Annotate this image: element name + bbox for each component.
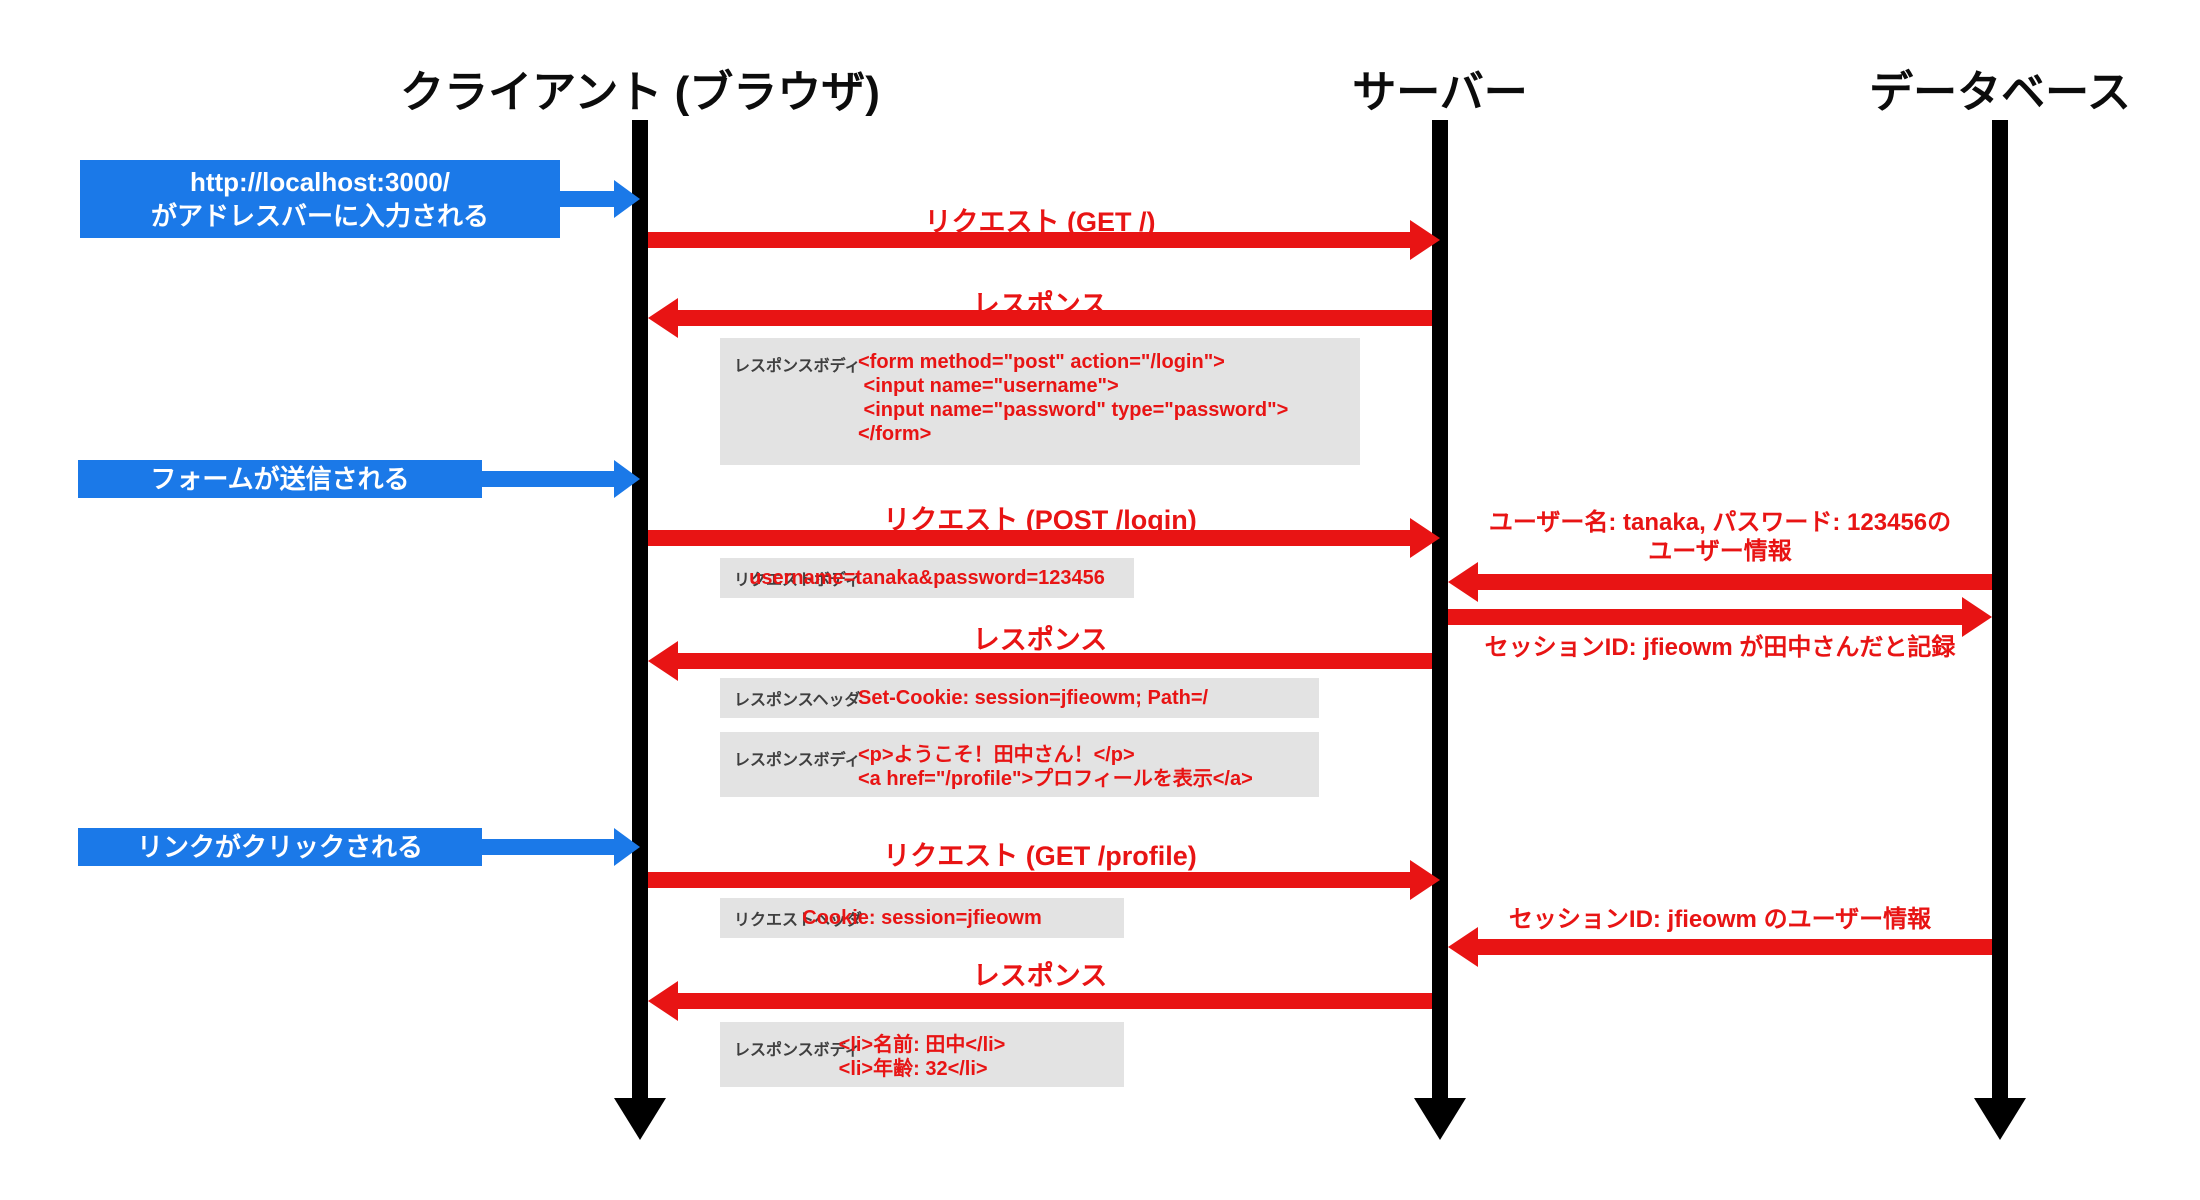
- arrow-request-post-head-icon: [1410, 518, 1440, 558]
- payload-label: リクエストボディ: [734, 572, 861, 589]
- lifeline-client-arrow-icon: [614, 1098, 666, 1140]
- payload-label: レスポンスボディ: [734, 1042, 861, 1059]
- msg-label-response-3: レスポンス: [972, 961, 1108, 991]
- event-link-arrow-shaft: [482, 839, 616, 855]
- note-user-info: ユーザー名: tanaka, パスワード: 123456の ユーザー情報: [1489, 508, 1951, 566]
- note-session-recorded: セッションID: jfieowm が田中さんだと記録: [1484, 634, 1956, 661]
- event-link-clicked: リンクがクリックされる: [78, 828, 482, 866]
- arrow-request-get-shaft: [648, 232, 1410, 248]
- arrow-response-3-head-icon: [648, 981, 678, 1021]
- event-form-arrow-icon: [614, 460, 640, 498]
- payload-code: <p>ようこそ！田中さん！</p> <a href="/profile">プロフ…: [858, 744, 1253, 790]
- arrow-response-3-shaft: [678, 993, 1432, 1009]
- payload-code: <li>名前: 田中</li> <li>年齢: 32</li>: [838, 1034, 1006, 1080]
- arrow-db-to-server-1-shaft: [1478, 574, 1992, 590]
- note-session-user-info: セッションID: jfieowm のユーザー情報: [1508, 906, 1932, 933]
- arrow-request-profile-shaft: [648, 872, 1410, 888]
- actor-title-database: データベース: [1869, 68, 2131, 117]
- msg-label-request-profile: リクエスト (GET /profile): [883, 841, 1197, 871]
- arrow-response-2-head-icon: [648, 641, 678, 681]
- payload-response-body-welcome: レスポンスボディ <p>ようこそ！田中さん！</p> <a href="/pro…: [720, 732, 1319, 797]
- payload-label: レスポンスボディ: [734, 752, 861, 769]
- payload-code: Set-Cookie: session=jfieowm; Path=/: [858, 687, 1209, 709]
- event-url-entered-line1: http://localhost:3000/: [189, 167, 451, 197]
- payload-response-header: レスポンスヘッダ Set-Cookie: session=jfieowm; Pa…: [720, 678, 1319, 718]
- note-user-info-line1: ユーザー名: tanaka, パスワード: 123456の: [1488, 509, 1952, 536]
- arrow-db-to-server-2-head-icon: [1448, 927, 1478, 967]
- arrow-server-to-db-head-icon: [1962, 597, 1992, 637]
- arrow-request-profile-head-icon: [1410, 860, 1440, 900]
- event-url-entered: http://localhost:3000/ がアドレスバーに入力される: [80, 160, 560, 238]
- arrow-request-post-shaft: [648, 530, 1410, 546]
- note-user-info-line2: ユーザー情報: [1648, 538, 1792, 565]
- event-url-arrow-icon: [614, 180, 640, 218]
- arrow-db-to-server-1-head-icon: [1448, 562, 1478, 602]
- payload-request-header: リクエストヘッダ Cookie: session=jfieowm: [720, 898, 1124, 938]
- payload-code: username=tanaka&password=123456: [749, 567, 1105, 589]
- msg-label-response-2: レスポンス: [972, 625, 1108, 655]
- arrow-response-1-shaft: [678, 310, 1432, 326]
- lifeline-database-arrow-icon: [1974, 1098, 2026, 1140]
- arrow-request-get-head-icon: [1410, 220, 1440, 260]
- lifeline-server: [1432, 120, 1448, 1105]
- payload-response-body-profile: レスポンスボディ <li>名前: 田中</li> <li>年齢: 32</li>: [720, 1022, 1124, 1087]
- arrow-response-1-head-icon: [648, 298, 678, 338]
- payload-code-wrap: Cookie: session=jfieowm: [720, 906, 1124, 930]
- payload-response-body-form: レスポンスボディ <form method="post" action="/lo…: [720, 338, 1360, 465]
- event-form-arrow-shaft: [482, 471, 616, 487]
- event-url-arrow-shaft: [560, 191, 616, 207]
- arrow-db-to-server-2-shaft: [1478, 939, 1992, 955]
- payload-code-wrap: <li>名前: 田中</li> <li>年齢: 32</li>: [720, 1033, 1124, 1081]
- arrow-response-2-shaft: [678, 653, 1432, 669]
- arrow-server-to-db-shaft: [1448, 609, 1962, 625]
- lifeline-database: [1992, 120, 2008, 1105]
- event-url-entered-line2: がアドレスバーに入力される: [150, 201, 489, 231]
- lifeline-server-arrow-icon: [1414, 1098, 1466, 1140]
- payload-label: レスポンスボディ: [734, 358, 861, 375]
- payload-code-wrap: username=tanaka&password=123456: [720, 566, 1134, 590]
- payload-label: レスポンスヘッダ: [734, 692, 861, 709]
- event-form-submitted: フォームが送信される: [78, 460, 482, 498]
- event-form-submitted-label: フォームが送信される: [150, 464, 410, 494]
- actor-title-client: クライアント (ブラウザ): [400, 68, 880, 117]
- payload-code: Cookie: session=jfieowm: [802, 907, 1042, 929]
- payload-request-body: リクエストボディ username=tanaka&password=123456: [720, 558, 1134, 598]
- payload-code: <form method="post" action="/login"> <in…: [858, 351, 1289, 445]
- event-link-arrow-icon: [614, 828, 640, 866]
- lifeline-client: [632, 120, 648, 1105]
- payload-label: リクエストヘッダ: [734, 912, 863, 929]
- actor-title-server: サーバー: [1352, 68, 1528, 117]
- event-link-clicked-label: リンクがクリックされる: [136, 832, 423, 862]
